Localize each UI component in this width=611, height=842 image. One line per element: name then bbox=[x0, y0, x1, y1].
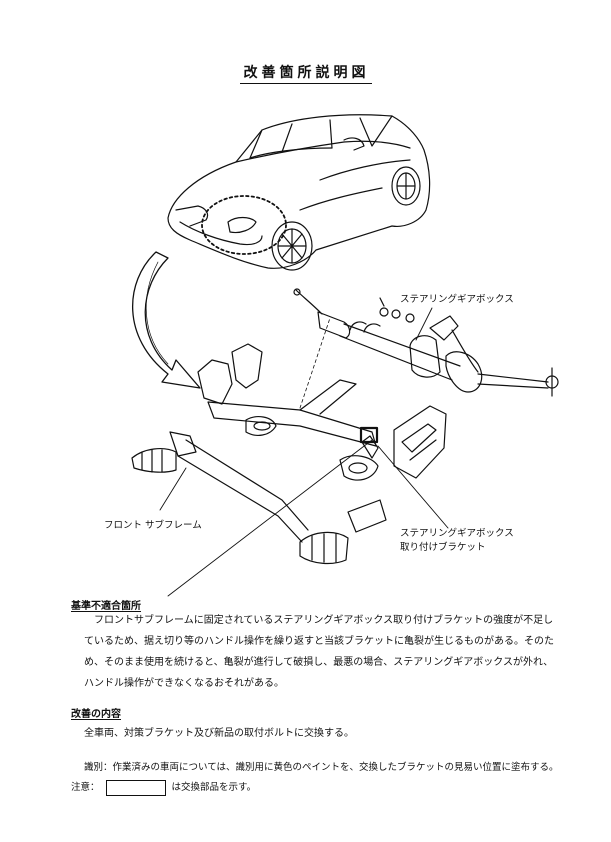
nonconformity-heading: 基準不適合箇所 bbox=[71, 601, 141, 612]
legend-box bbox=[105, 779, 166, 796]
leader-nonconformity bbox=[167, 439, 373, 597]
leader-bracket bbox=[377, 445, 449, 529]
car-illustration bbox=[167, 114, 431, 271]
leader-frame bbox=[159, 467, 187, 511]
label-bracket-line2: 取り付けブラケット bbox=[400, 542, 486, 553]
label-steering-gearbox: ステアリングギアボックス bbox=[400, 294, 514, 305]
improvement-heading: 改善の内容 bbox=[71, 709, 121, 720]
improvement-body: 全車両、対策ブラケット及び新品の取付ボルトに交換する。 bbox=[84, 728, 354, 739]
pointer-arrow bbox=[131, 251, 201, 389]
label-front-subframe: フロント サブフレーム bbox=[104, 520, 202, 531]
legend-prefix: 注意： bbox=[71, 782, 100, 793]
nonconformity-body: フロントサブフレームに固定されているステアリングギアボックス取り付けブラケットの… bbox=[84, 615, 554, 689]
steering-gearbox-drawing bbox=[293, 288, 559, 397]
label-bracket-line1: ステアリングギアボックス bbox=[400, 528, 514, 539]
identification-note: 識別：作業済みの車両については、識別用に黄色のペイントを、交換したブラケットの見… bbox=[84, 762, 559, 773]
leader-subframe-to-car bbox=[299, 317, 331, 409]
legend-suffix: は交換部品を示す。 bbox=[171, 782, 257, 793]
leader-gearbox bbox=[415, 307, 433, 341]
page-title: 改善箇所説明図 bbox=[0, 62, 611, 84]
legend-note: 注意： は交換部品を示す。 bbox=[71, 779, 256, 796]
front-subframe-drawing bbox=[131, 343, 447, 565]
